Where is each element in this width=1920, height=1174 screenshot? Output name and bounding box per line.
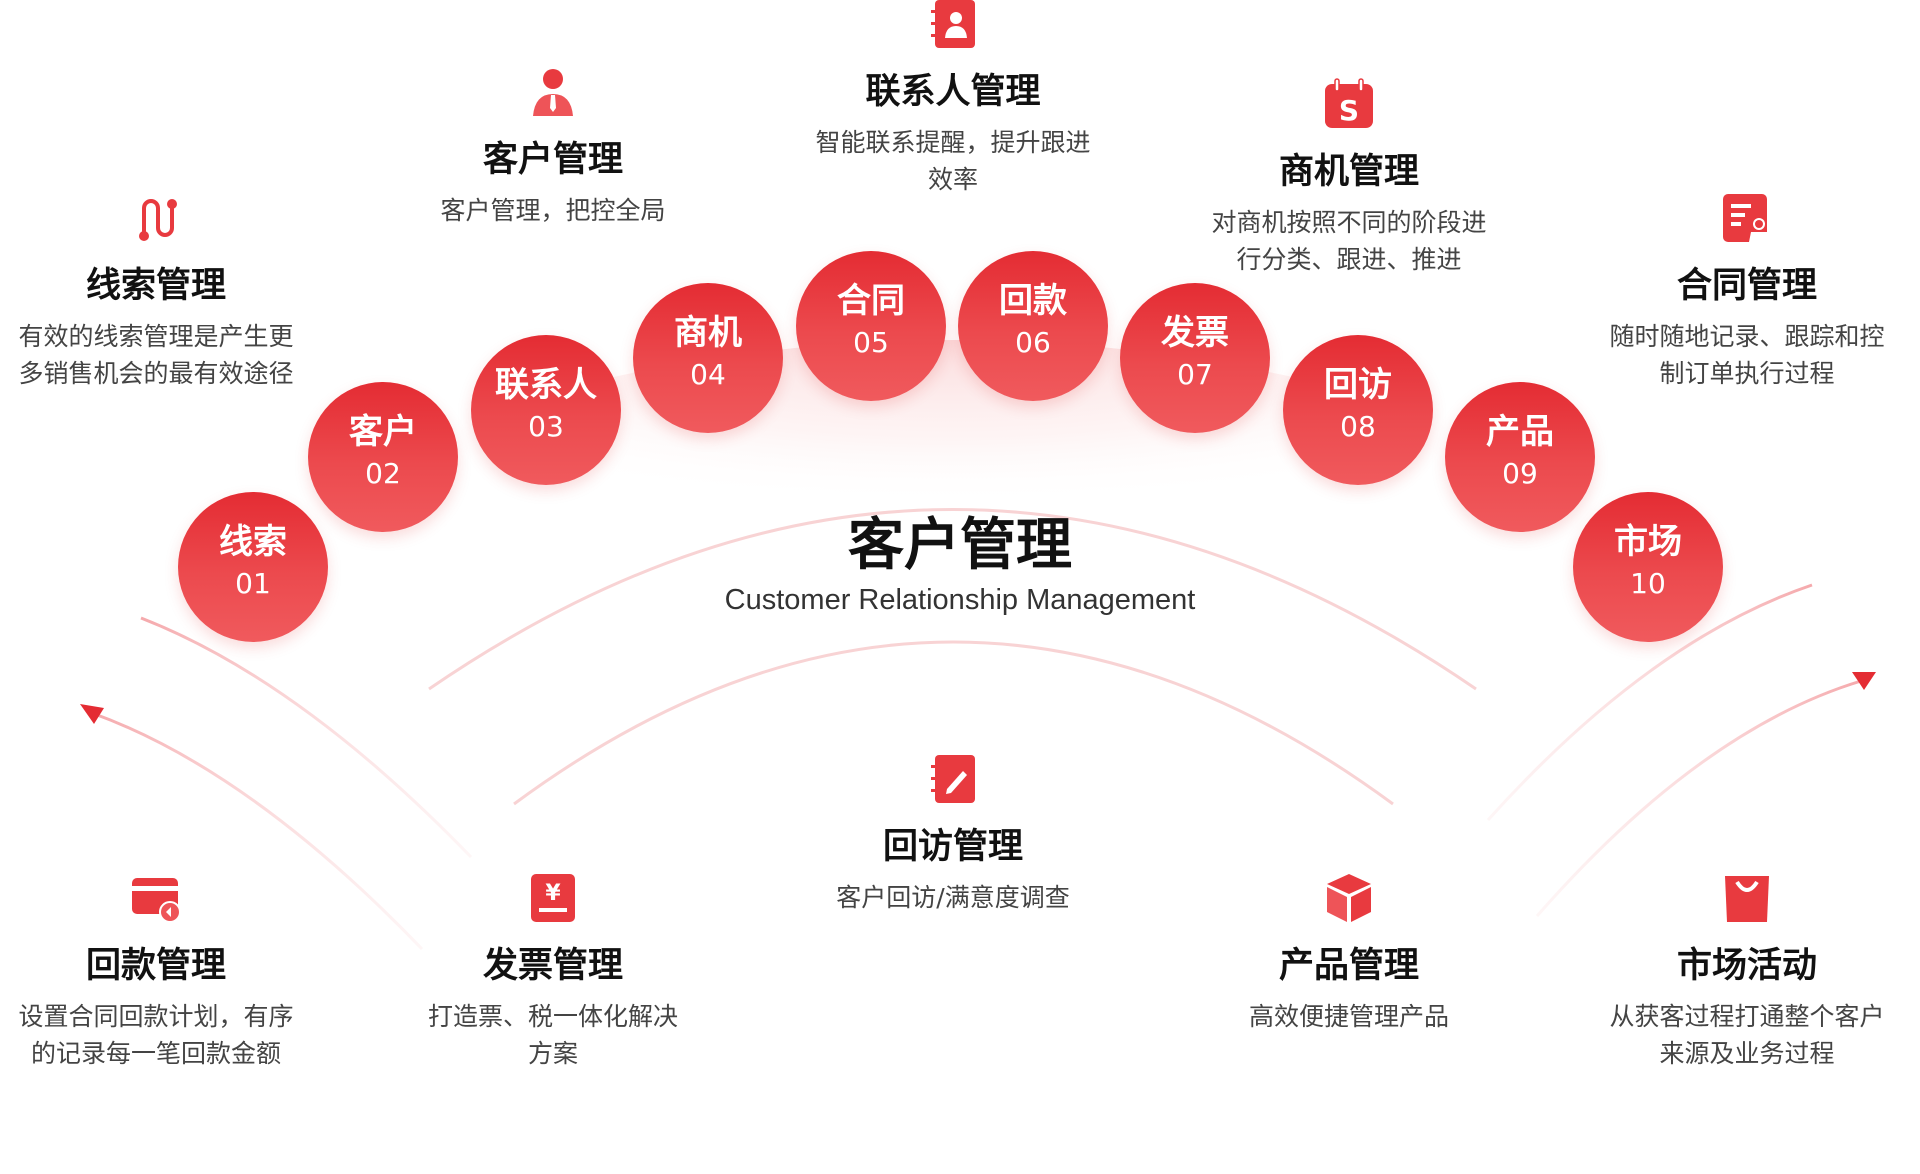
route-icon [139,199,177,241]
shopping-bag-icon [1725,876,1769,922]
arc-center-upper [428,508,1477,691]
arrow-left-icon [80,704,104,724]
feature-marketing: 市场活动 从获客过程打通整个客户来源及业务过程 [1587,872,1907,1072]
center-title: 客户管理 [848,513,1072,578]
svg-text:¥: ¥ [545,881,561,906]
opportunity-calendar-icon: S [1325,78,1373,128]
feature-contacts: 联系人管理 智能联系提醒，提升跟进效率 [793,0,1113,198]
feature-visits: 回访管理 客户回访/满意度调查 [793,753,1113,916]
contract-seal-icon [1723,194,1769,242]
feature-payments: 回款管理 设置合同回款计划，有序的记录每一笔回款金额 [0,872,316,1072]
product-box-icon [1327,874,1371,922]
arc-center-lower [513,640,1394,806]
notebook-pen-icon [931,755,975,803]
arrow-right-icon [1852,672,1876,690]
feature-invoices: ¥ 发票管理 打造票、税一体化解决方案 [393,872,713,1072]
arc-left-lower [91,711,424,951]
payment-card-icon [132,878,181,923]
svg-text:S: S [1339,94,1359,127]
feature-opportunities: S 商机管理 对商机按照不同的阶段进行分类、跟进、推进 [1189,78,1509,278]
feature-customers: 客户管理 客户管理，把控全局 [393,66,713,229]
feature-products: 产品管理 高效便捷管理产品 [1189,872,1509,1035]
person-tie-icon [533,69,573,116]
arc-right-lower [1535,679,1862,917]
invoice-yen-icon: ¥ [531,874,575,922]
feature-leads: 线索管理 有效的线索管理是产生更多销售机会的最有效途径 [0,192,316,392]
contact-book-icon [931,0,975,48]
arc-right-upper [1486,583,1813,822]
feature-contracts: 合同管理 随时随地记录、跟踪和控制订单执行过程 [1587,192,1907,392]
arc-left-upper [140,616,473,859]
center-subtitle: Customer Relationship Management [724,584,1196,616]
